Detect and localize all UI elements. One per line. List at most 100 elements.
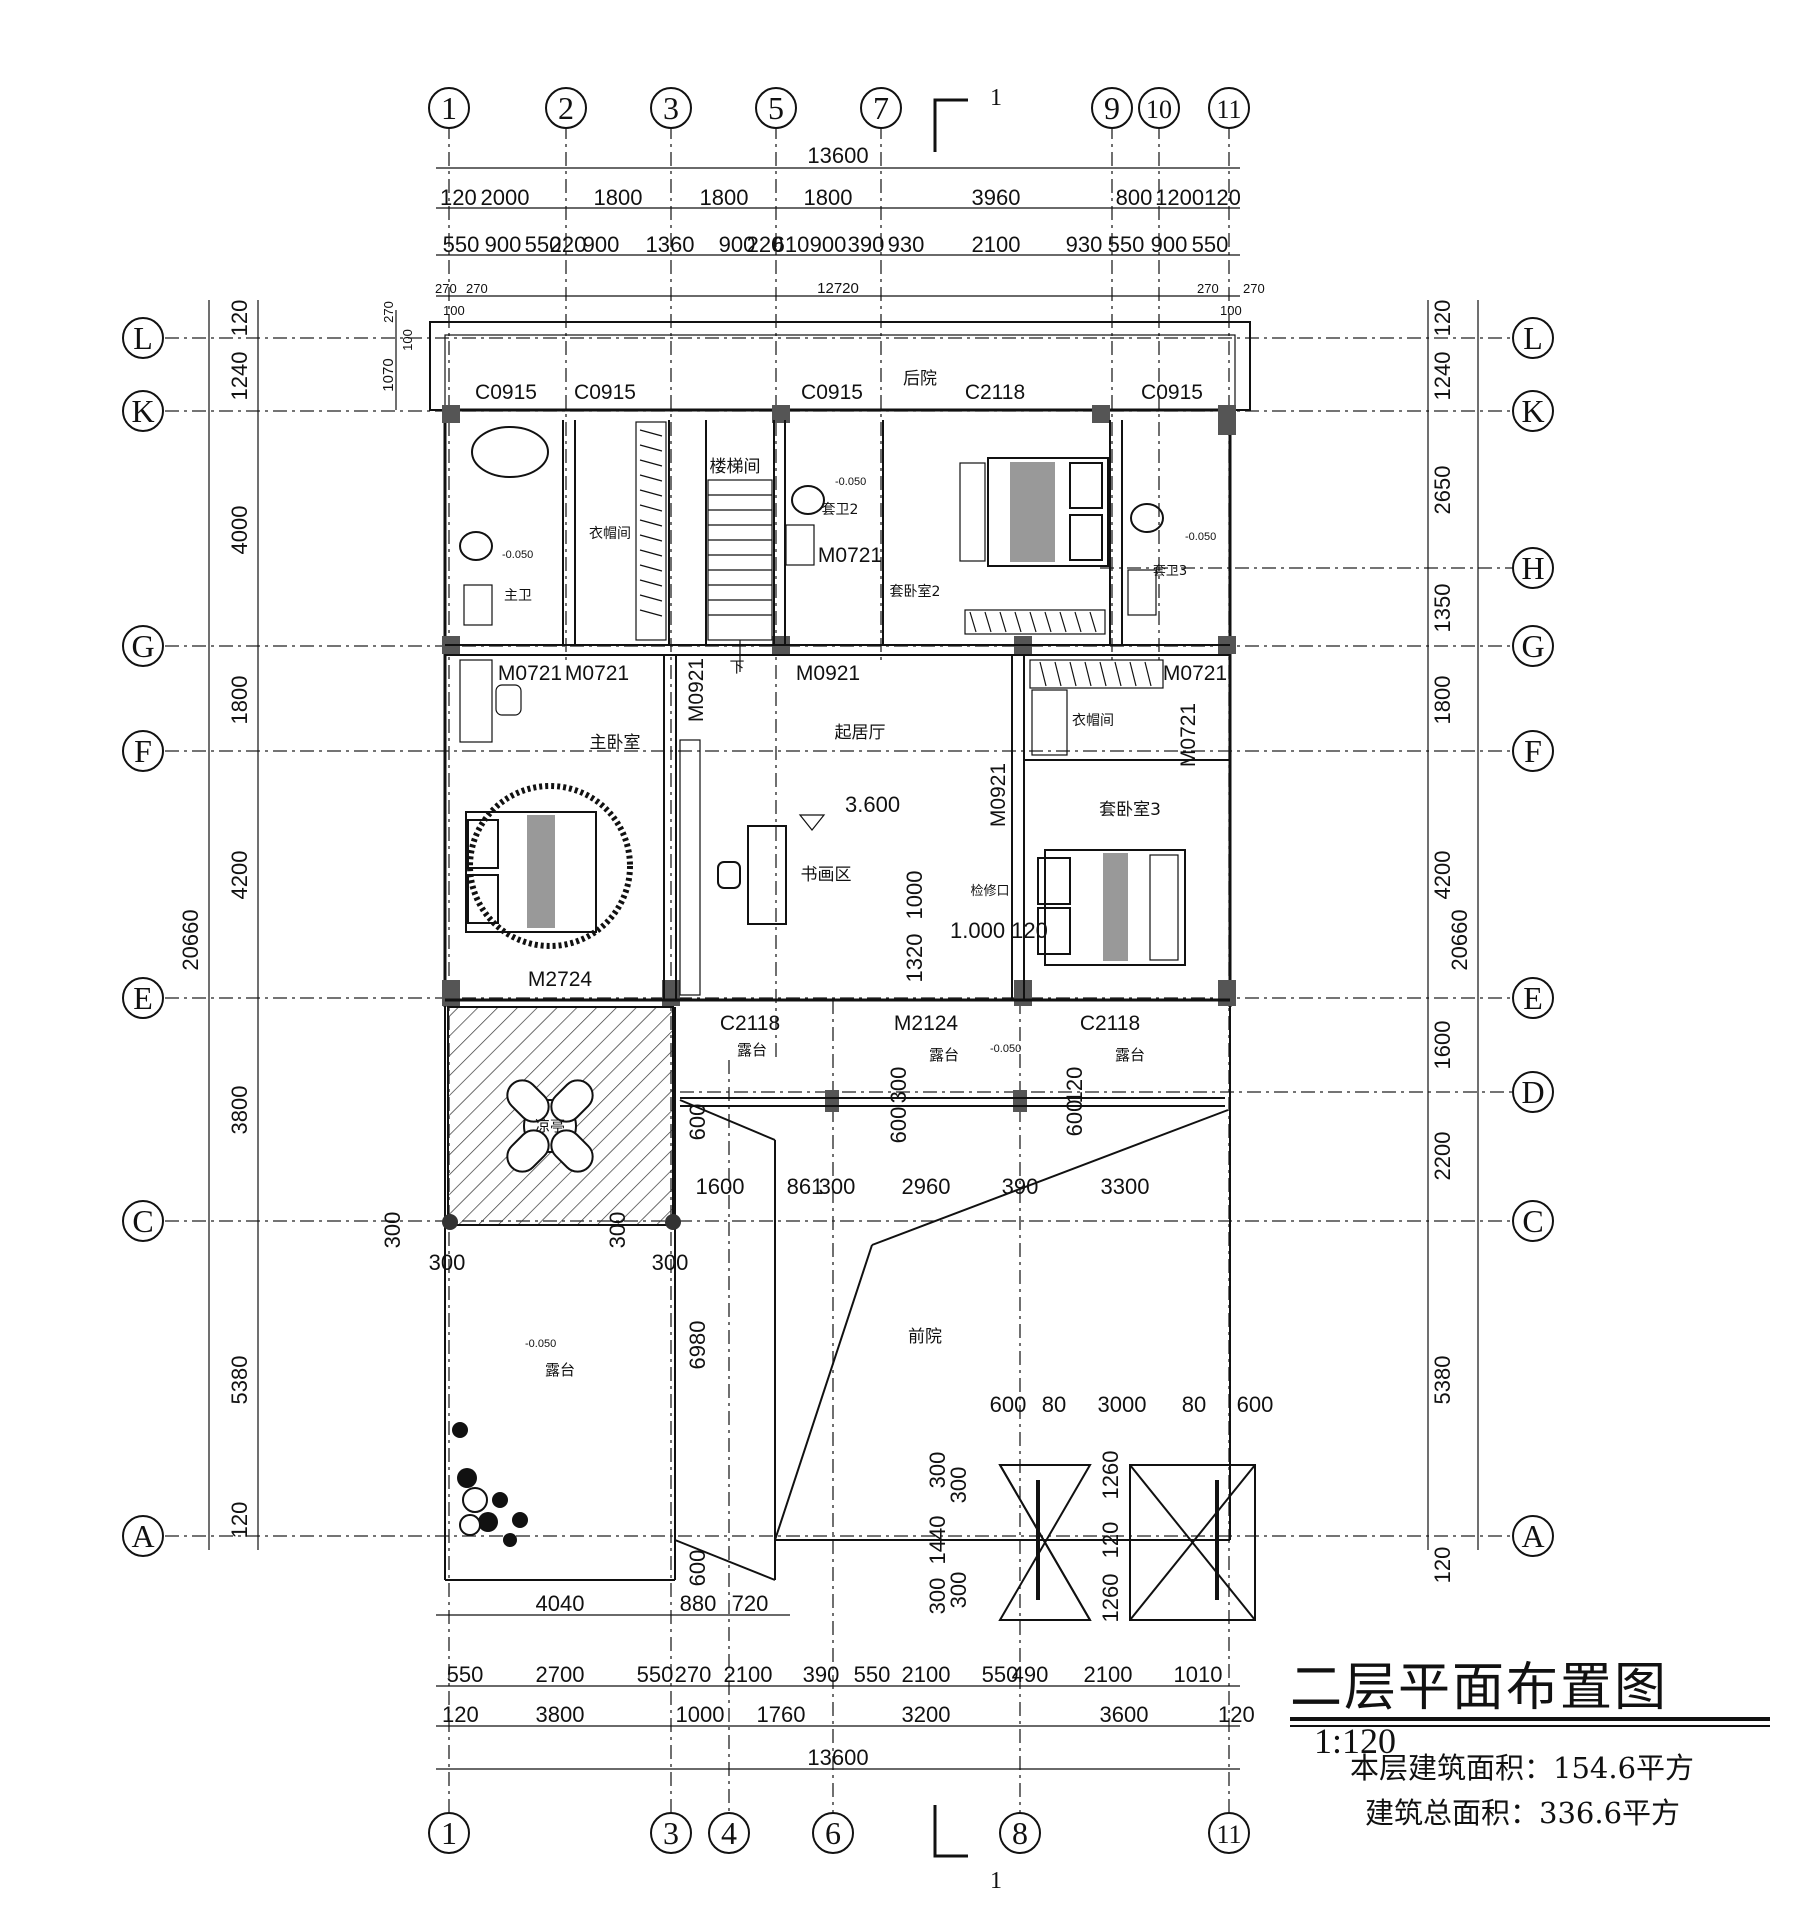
level-marks: 3.600 -0.050 -0.050 -0.050 -0.050 -0.050 [502, 476, 1216, 1350]
svg-text:610: 610 [773, 232, 810, 257]
total-area-text: 建筑总面积：336.6平方 [1365, 1796, 1681, 1830]
svg-text:F: F [134, 733, 152, 769]
right-dimensions: 120 1240 2650 1350 1800 4200 1600 2200 5… [1427, 300, 1479, 1584]
axis-bubble-8-bottom: 8 [999, 1812, 1041, 1854]
svg-text:1070: 1070 [380, 358, 397, 391]
building-outline [429, 321, 1251, 1581]
svg-text:880: 880 [680, 1591, 717, 1616]
axis-bubbles-left: L K G F E C A [122, 317, 164, 1557]
axis-bubble-5: 5 [755, 87, 797, 129]
svg-text:1: 1 [441, 90, 457, 126]
svg-text:930: 930 [888, 232, 925, 257]
axis-bubble-A-left: A [122, 1515, 164, 1557]
svg-text:3000: 3000 [1098, 1392, 1147, 1417]
svg-text:80: 80 [1042, 1392, 1066, 1417]
svg-text:7: 7 [873, 90, 889, 126]
svg-text:100: 100 [400, 329, 415, 351]
room-label-master-bath: 主卫 [504, 588, 532, 604]
svg-text:550: 550 [1108, 232, 1145, 257]
svg-text:10: 10 [1146, 95, 1172, 124]
svg-text:5: 5 [768, 90, 784, 126]
svg-text:M0721: M0721 [565, 662, 629, 685]
svg-text:F: F [1524, 733, 1542, 769]
svg-text:1000: 1000 [676, 1702, 725, 1727]
axis-bubble-7: 7 [860, 87, 902, 129]
svg-text:600: 600 [685, 1550, 710, 1587]
svg-text:A: A [131, 1518, 154, 1554]
svg-text:G: G [131, 628, 154, 664]
svg-text:11: 11 [1216, 1820, 1241, 1849]
svg-text:3200: 3200 [902, 1702, 951, 1727]
svg-text:270: 270 [1243, 281, 1265, 296]
svg-text:E: E [133, 980, 153, 1016]
svg-text:1: 1 [990, 85, 1002, 111]
room-label-master-bedroom: 主卧室 [590, 733, 641, 753]
svg-text:2960: 2960 [902, 1174, 951, 1199]
furniture [459, 426, 1186, 966]
section-mark-bottom: 1 [933, 1805, 1002, 1894]
svg-text:1010: 1010 [1174, 1662, 1223, 1687]
room-labels: 后院 楼梯间 衣帽间 主卫 套卫2 套卧室2 套卫3 起居厅 主卧室 书画区 衣… [504, 369, 1187, 1379]
svg-text:1800: 1800 [1430, 676, 1455, 725]
svg-text:490: 490 [1012, 1662, 1049, 1687]
axis-bubble-G-left: G [122, 625, 164, 667]
svg-text:-0.050: -0.050 [1185, 531, 1216, 543]
svg-text:120: 120 [1430, 1547, 1455, 1584]
svg-text:300: 300 [605, 1212, 630, 1249]
svg-text:1360: 1360 [646, 232, 695, 257]
svg-text:550: 550 [443, 232, 480, 257]
axis-grid-lines [165, 125, 1530, 1815]
svg-text:270: 270 [435, 281, 457, 296]
svg-text:600: 600 [1237, 1392, 1274, 1417]
wardrobes [635, 421, 1164, 996]
svg-text:C: C [132, 1203, 153, 1239]
svg-text:A: A [1521, 1518, 1544, 1554]
svg-text:C0915: C0915 [1141, 381, 1203, 404]
svg-text:550: 550 [447, 1662, 484, 1687]
svg-text:1800: 1800 [804, 185, 853, 210]
svg-text:11: 11 [1216, 95, 1241, 124]
svg-text:L: L [1523, 320, 1543, 356]
svg-text:270: 270 [675, 1662, 712, 1687]
svg-text:3: 3 [663, 90, 679, 126]
svg-text:C0915: C0915 [475, 381, 537, 404]
entrance-gate [998, 1464, 1256, 1621]
svg-text:M0721: M0721 [818, 544, 882, 567]
svg-text:900: 900 [719, 232, 756, 257]
svg-text:900: 900 [1151, 232, 1188, 257]
svg-text:2: 2 [558, 90, 574, 126]
room-label-living: 起居厅 [835, 723, 886, 743]
svg-text:270: 270 [381, 301, 396, 323]
svg-text:C2118: C2118 [1080, 1012, 1140, 1035]
svg-text:M0921: M0921 [987, 763, 1010, 827]
svg-text:13600: 13600 [807, 1745, 868, 1770]
svg-text:3: 3 [663, 1815, 679, 1851]
axis-bubble-A-right: A [1512, 1515, 1554, 1557]
svg-text:1600: 1600 [1430, 1021, 1455, 1070]
svg-text:6: 6 [825, 1815, 841, 1851]
svg-text:C2118: C2118 [965, 381, 1025, 404]
svg-text:5380: 5380 [227, 1356, 252, 1405]
svg-text:120: 120 [440, 185, 477, 210]
room-label-terrace-right: 露台 [1115, 1046, 1145, 1064]
svg-text:C: C [1522, 1203, 1543, 1239]
svg-text:550: 550 [637, 1662, 674, 1687]
title-underline-thick [1290, 1717, 1770, 1721]
svg-text:5380: 5380 [1430, 1356, 1455, 1405]
room-label-suite-bath-3: 套卫3 [1153, 563, 1187, 579]
svg-text:550: 550 [525, 232, 562, 257]
svg-text:1200120: 1200120 [1155, 185, 1241, 210]
svg-text:2100: 2100 [1084, 1662, 1133, 1687]
axis-bubble-9: 9 [1091, 87, 1133, 129]
svg-text:1000: 1000 [902, 871, 927, 920]
svg-text:120: 120 [1430, 300, 1455, 337]
axis-bubble-10: 10 [1138, 87, 1180, 129]
svg-text:2650: 2650 [1430, 466, 1455, 515]
svg-text:6980: 6980 [685, 1321, 710, 1370]
svg-text:900: 900 [810, 232, 847, 257]
svg-text:-0.050: -0.050 [525, 1338, 556, 1350]
axis-bubble-K-left: K [122, 390, 164, 432]
svg-text:20660: 20660 [178, 909, 203, 970]
svg-text:120: 120 [227, 300, 252, 337]
